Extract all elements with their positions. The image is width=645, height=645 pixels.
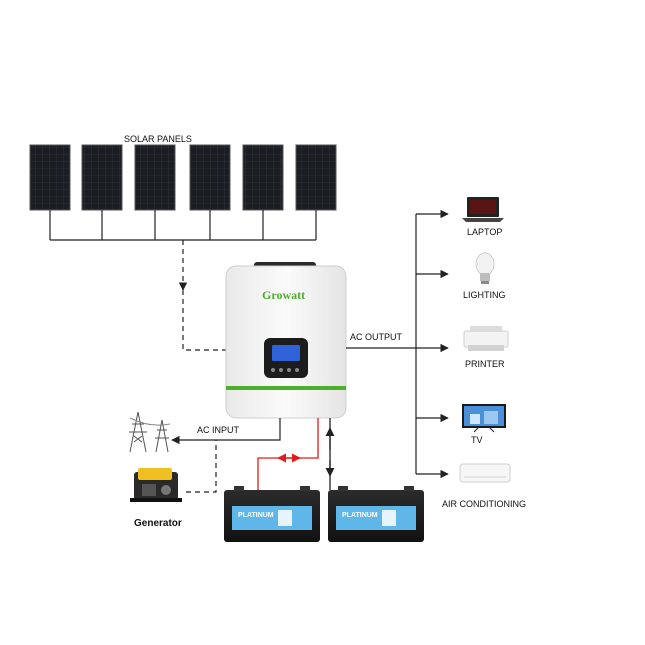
battery: PLATINUM	[224, 486, 320, 542]
solar-panel	[29, 144, 71, 211]
air-conditioner-icon	[459, 463, 511, 483]
solar-panel	[81, 144, 123, 211]
solar-panel	[295, 144, 337, 211]
load-label: PRINTER	[465, 359, 505, 369]
printer-icon	[463, 326, 509, 351]
light-bulb-icon	[475, 252, 495, 284]
battery: PLATINUM	[328, 486, 424, 542]
battery-positive-wire	[257, 418, 319, 490]
generator-icon	[130, 468, 182, 502]
battery-brand: PLATINUM	[342, 512, 378, 519]
solar-panel	[134, 144, 176, 211]
load-label: TV	[471, 435, 483, 445]
inverter: Growatt	[225, 262, 347, 419]
load-label: LIGHTING	[463, 290, 506, 300]
tv-icon	[462, 404, 506, 433]
generator-dashed-wire	[186, 440, 217, 493]
inverter-brand: Growatt	[262, 288, 305, 302]
load-label: LAPTOP	[467, 227, 502, 237]
generator-label: Generator	[134, 518, 182, 529]
solar-panel-array	[29, 144, 337, 211]
pv-dashed-connection	[178, 240, 226, 351]
battery-brand: PLATINUM	[238, 512, 274, 519]
load-label: AIR CONDITIONING	[442, 499, 526, 509]
solar-panel	[242, 144, 284, 211]
solar-panels-label: SOLAR PANELS	[124, 134, 192, 144]
ac-input-wire	[171, 418, 281, 445]
power-tower-icon	[129, 411, 171, 453]
load-bus	[415, 209, 449, 479]
laptop-icon	[462, 197, 504, 222]
panel-wiring	[49, 210, 317, 241]
inverter-green-stripe	[226, 386, 346, 390]
ac-output-label: AC OUTPUT	[350, 332, 403, 342]
ac-input-label: AC INPUT	[197, 425, 240, 435]
solar-panel	[189, 144, 231, 211]
